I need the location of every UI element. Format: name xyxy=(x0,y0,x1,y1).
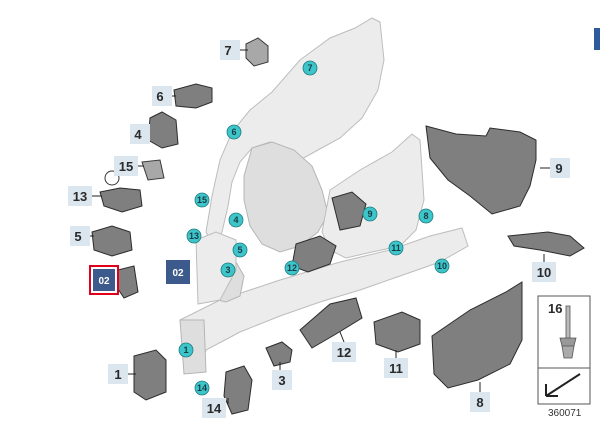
callout-10[interactable]: 10 xyxy=(532,262,556,282)
callout-15[interactable]: 15 xyxy=(114,156,138,176)
part-9 xyxy=(425,125,537,215)
dot-14[interactable]: 14 xyxy=(194,380,210,396)
dot-4[interactable]: 4 xyxy=(228,212,244,228)
dot-15-label: 15 xyxy=(197,195,207,205)
dot-11[interactable]: 11 xyxy=(388,240,404,256)
dot-12[interactable]: 12 xyxy=(284,260,300,276)
part-5 xyxy=(91,225,133,257)
dot-7-label: 7 xyxy=(307,63,312,73)
callout-7-label: 7 xyxy=(224,43,231,58)
dot-10[interactable]: 10 xyxy=(434,258,450,274)
dot-1-label: 1 xyxy=(183,345,188,355)
dot-8[interactable]: 8 xyxy=(418,208,434,224)
part-14 xyxy=(223,365,253,415)
callout-6[interactable]: 6 xyxy=(152,86,172,106)
dot-1[interactable]: 1 xyxy=(178,342,194,358)
dot-4-label: 4 xyxy=(233,215,238,225)
part-11 xyxy=(373,311,421,353)
callout-6-label: 6 xyxy=(156,89,163,104)
part-16-inset[interactable]: 16 xyxy=(537,295,591,369)
callout-8[interactable]: 8 xyxy=(470,392,490,412)
sidebar-edge xyxy=(594,28,600,50)
orientation-arrow-icon xyxy=(537,367,591,405)
callout-4-label: 4 xyxy=(134,127,142,142)
callout-9-label: 9 xyxy=(555,161,562,176)
dot-7[interactable]: 7 xyxy=(302,60,318,76)
dot-6-label: 6 xyxy=(231,127,236,137)
dot-10-label: 10 xyxy=(437,261,447,271)
dot-3-label: 3 xyxy=(225,265,230,275)
callout-1[interactable]: 1 xyxy=(108,364,128,384)
callout-14[interactable]: 14 xyxy=(202,398,226,418)
part-4 xyxy=(147,111,179,149)
callout-11[interactable]: 11 xyxy=(384,358,408,378)
dot-11-label: 11 xyxy=(391,243,401,253)
callout-02-label: 02 xyxy=(98,276,110,287)
part-8 xyxy=(431,281,523,389)
callout-8-label: 8 xyxy=(476,395,483,410)
dot-12-label: 12 xyxy=(287,263,297,273)
dot-13-label: 13 xyxy=(189,231,199,241)
dot-6[interactable]: 6 xyxy=(226,124,242,140)
callout-5[interactable]: 5 xyxy=(70,226,90,246)
callout-3-label: 3 xyxy=(278,373,285,388)
callout-4[interactable]: 4 xyxy=(130,124,150,144)
dot-9-label: 9 xyxy=(367,209,372,219)
callout-12[interactable]: 12 xyxy=(332,342,356,362)
callout-15-label: 15 xyxy=(119,159,133,174)
callout-12-label: 12 xyxy=(337,345,351,360)
part-7 xyxy=(245,37,269,67)
callout-13[interactable]: 13 xyxy=(68,186,92,206)
part-12 xyxy=(299,297,363,349)
part-16-inset-label: 16 xyxy=(548,301,562,316)
diagram-number: 360071 xyxy=(548,408,582,419)
dot-13[interactable]: 13 xyxy=(186,228,202,244)
callout-9[interactable]: 9 xyxy=(550,158,570,178)
part-13 xyxy=(99,187,143,213)
callout-14-label: 14 xyxy=(207,401,222,416)
callout-02-frame-label: 02 xyxy=(172,268,184,279)
part-3 xyxy=(265,341,293,367)
part-6 xyxy=(173,83,213,109)
callout-7[interactable]: 7 xyxy=(220,40,240,60)
callout-3[interactable]: 3 xyxy=(272,370,292,390)
dot-15[interactable]: 15 xyxy=(194,192,210,208)
callout-5-label: 5 xyxy=(74,229,81,244)
callout-1-label: 1 xyxy=(114,367,121,382)
dot-5[interactable]: 5 xyxy=(232,242,248,258)
callout-10-label: 10 xyxy=(537,265,551,280)
part-10 xyxy=(507,231,585,257)
callout-11-label: 11 xyxy=(389,361,403,376)
callout-02-selected[interactable]: 02 xyxy=(89,265,119,295)
part-02 xyxy=(115,265,139,299)
main-frame-assembly xyxy=(179,17,469,375)
dot-9[interactable]: 9 xyxy=(362,206,378,222)
part-1 xyxy=(133,349,167,401)
callout-13-label: 13 xyxy=(73,189,87,204)
callout-02-frame[interactable]: 02 xyxy=(166,260,190,284)
dot-5-label: 5 xyxy=(237,245,242,255)
part-15 xyxy=(141,159,165,181)
dot-3[interactable]: 3 xyxy=(220,262,236,278)
dot-8-label: 8 xyxy=(423,211,428,221)
dot-14-label: 14 xyxy=(197,383,207,393)
